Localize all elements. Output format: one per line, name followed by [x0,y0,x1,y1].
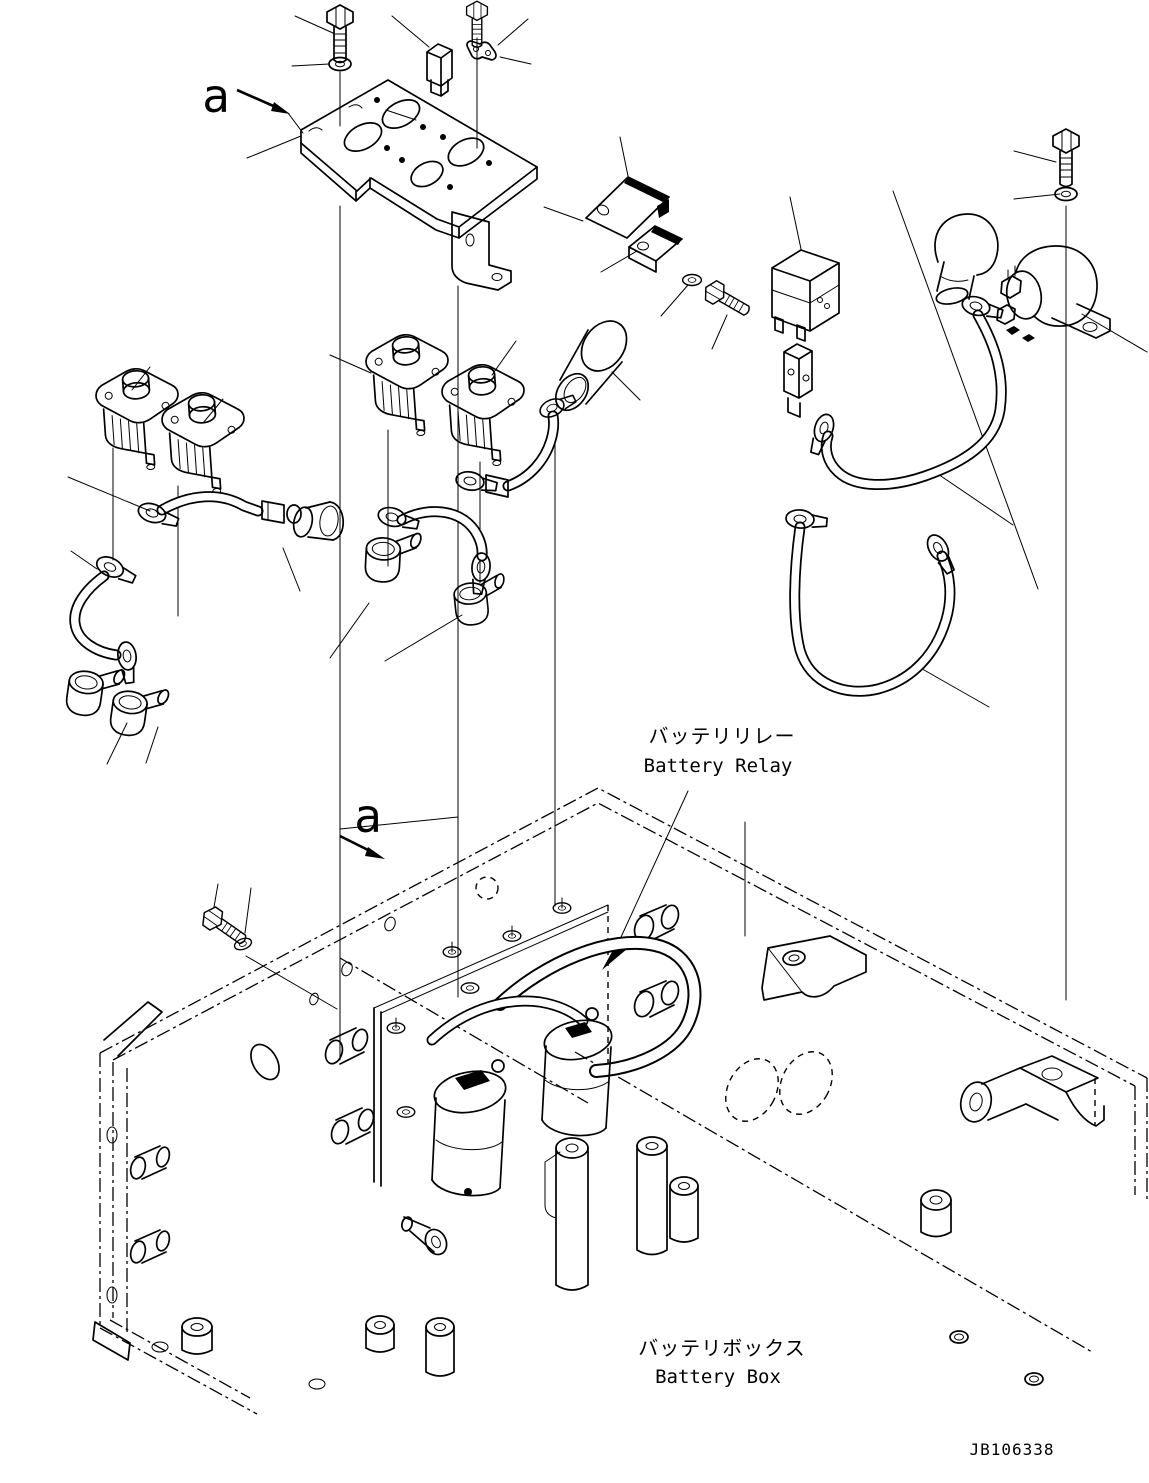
section-a-top-arrowhead [271,102,290,114]
battery-box-label-en: Battery Box [655,1366,781,1388]
post [425,1317,455,1377]
post [669,1176,699,1243]
post [920,1189,952,1238]
jumper-cable-center [375,503,493,596]
battery-cable-upper-right [806,292,1007,490]
section-a-side-arrowhead [365,847,385,859]
section-a-top-label: a [202,69,230,123]
battery-relay-assembly [373,897,702,1197]
battery-relay-label: バッテリリレー Battery Relay [602,724,796,970]
terminal-boot [107,680,173,742]
battery-relay-label-en: Battery Relay [644,755,793,777]
battery-box-back-wall [250,876,833,1145]
clip [466,40,497,61]
battery-relay-label-jp: バッテリリレー [649,724,796,748]
section-a-side-arrow-line [339,834,373,854]
reference-lines [112,37,1067,1061]
mounting-hardware [386,897,572,1118]
flat-bracket-long [585,176,670,239]
floor-boss [400,1216,448,1256]
jumper-cable-left [135,491,302,531]
post [636,1136,668,1256]
relay-cylinder [431,1059,507,1197]
battery-cable-lower-right [784,507,961,697]
mounting-plate [300,79,538,239]
terminal-boot [292,501,344,541]
section-marker-a-top: a [202,69,304,134]
battery-box-label-jp: バッテリボックス [638,1336,805,1360]
washer-icon [681,273,703,287]
floor-posts [151,1136,1044,1390]
cable-to-boot-center [453,389,579,498]
bolt-icon [197,902,252,951]
bolt-icon [326,4,354,64]
connector-block [426,43,453,97]
drawing-number: JB106338 [969,1440,1054,1459]
terminal-boot-large [554,320,628,412]
washer-icon [328,56,352,72]
terminal-boot-cap [934,213,999,305]
terminal-boot [63,660,129,722]
l-bracket [451,211,512,291]
bolt-icon [1052,128,1080,188]
section-a-side-label: a [354,789,382,843]
battery-box-left-wall [106,1126,171,1304]
relay-box [771,249,840,342]
relay-cylinder [541,1007,613,1137]
box-bracket [761,935,867,1001]
circuit-breaker [439,361,530,470]
circuit-breaker [363,331,454,440]
flat-bracket-short [628,225,683,273]
section-a-top-arrow-line [236,88,279,110]
circuit-breaker [93,365,184,474]
post [181,1317,213,1355]
fuse-holder [783,343,813,418]
leader-lines [67,15,1148,1010]
battery-box-outline [92,787,1148,1415]
terminal-boot [363,528,424,585]
floor-nut [949,1330,969,1344]
battery-box-label: バッテリボックス Battery Box [638,1336,805,1388]
section-marker-a-side: a [339,789,385,859]
post [544,1137,589,1291]
box-bracket [959,1055,1105,1127]
jumper-cable-left-lower [69,552,141,685]
floor-nut [1024,1372,1044,1386]
battery-relay-part [996,245,1111,342]
post [365,1315,395,1353]
circuit-breaker [159,389,250,498]
